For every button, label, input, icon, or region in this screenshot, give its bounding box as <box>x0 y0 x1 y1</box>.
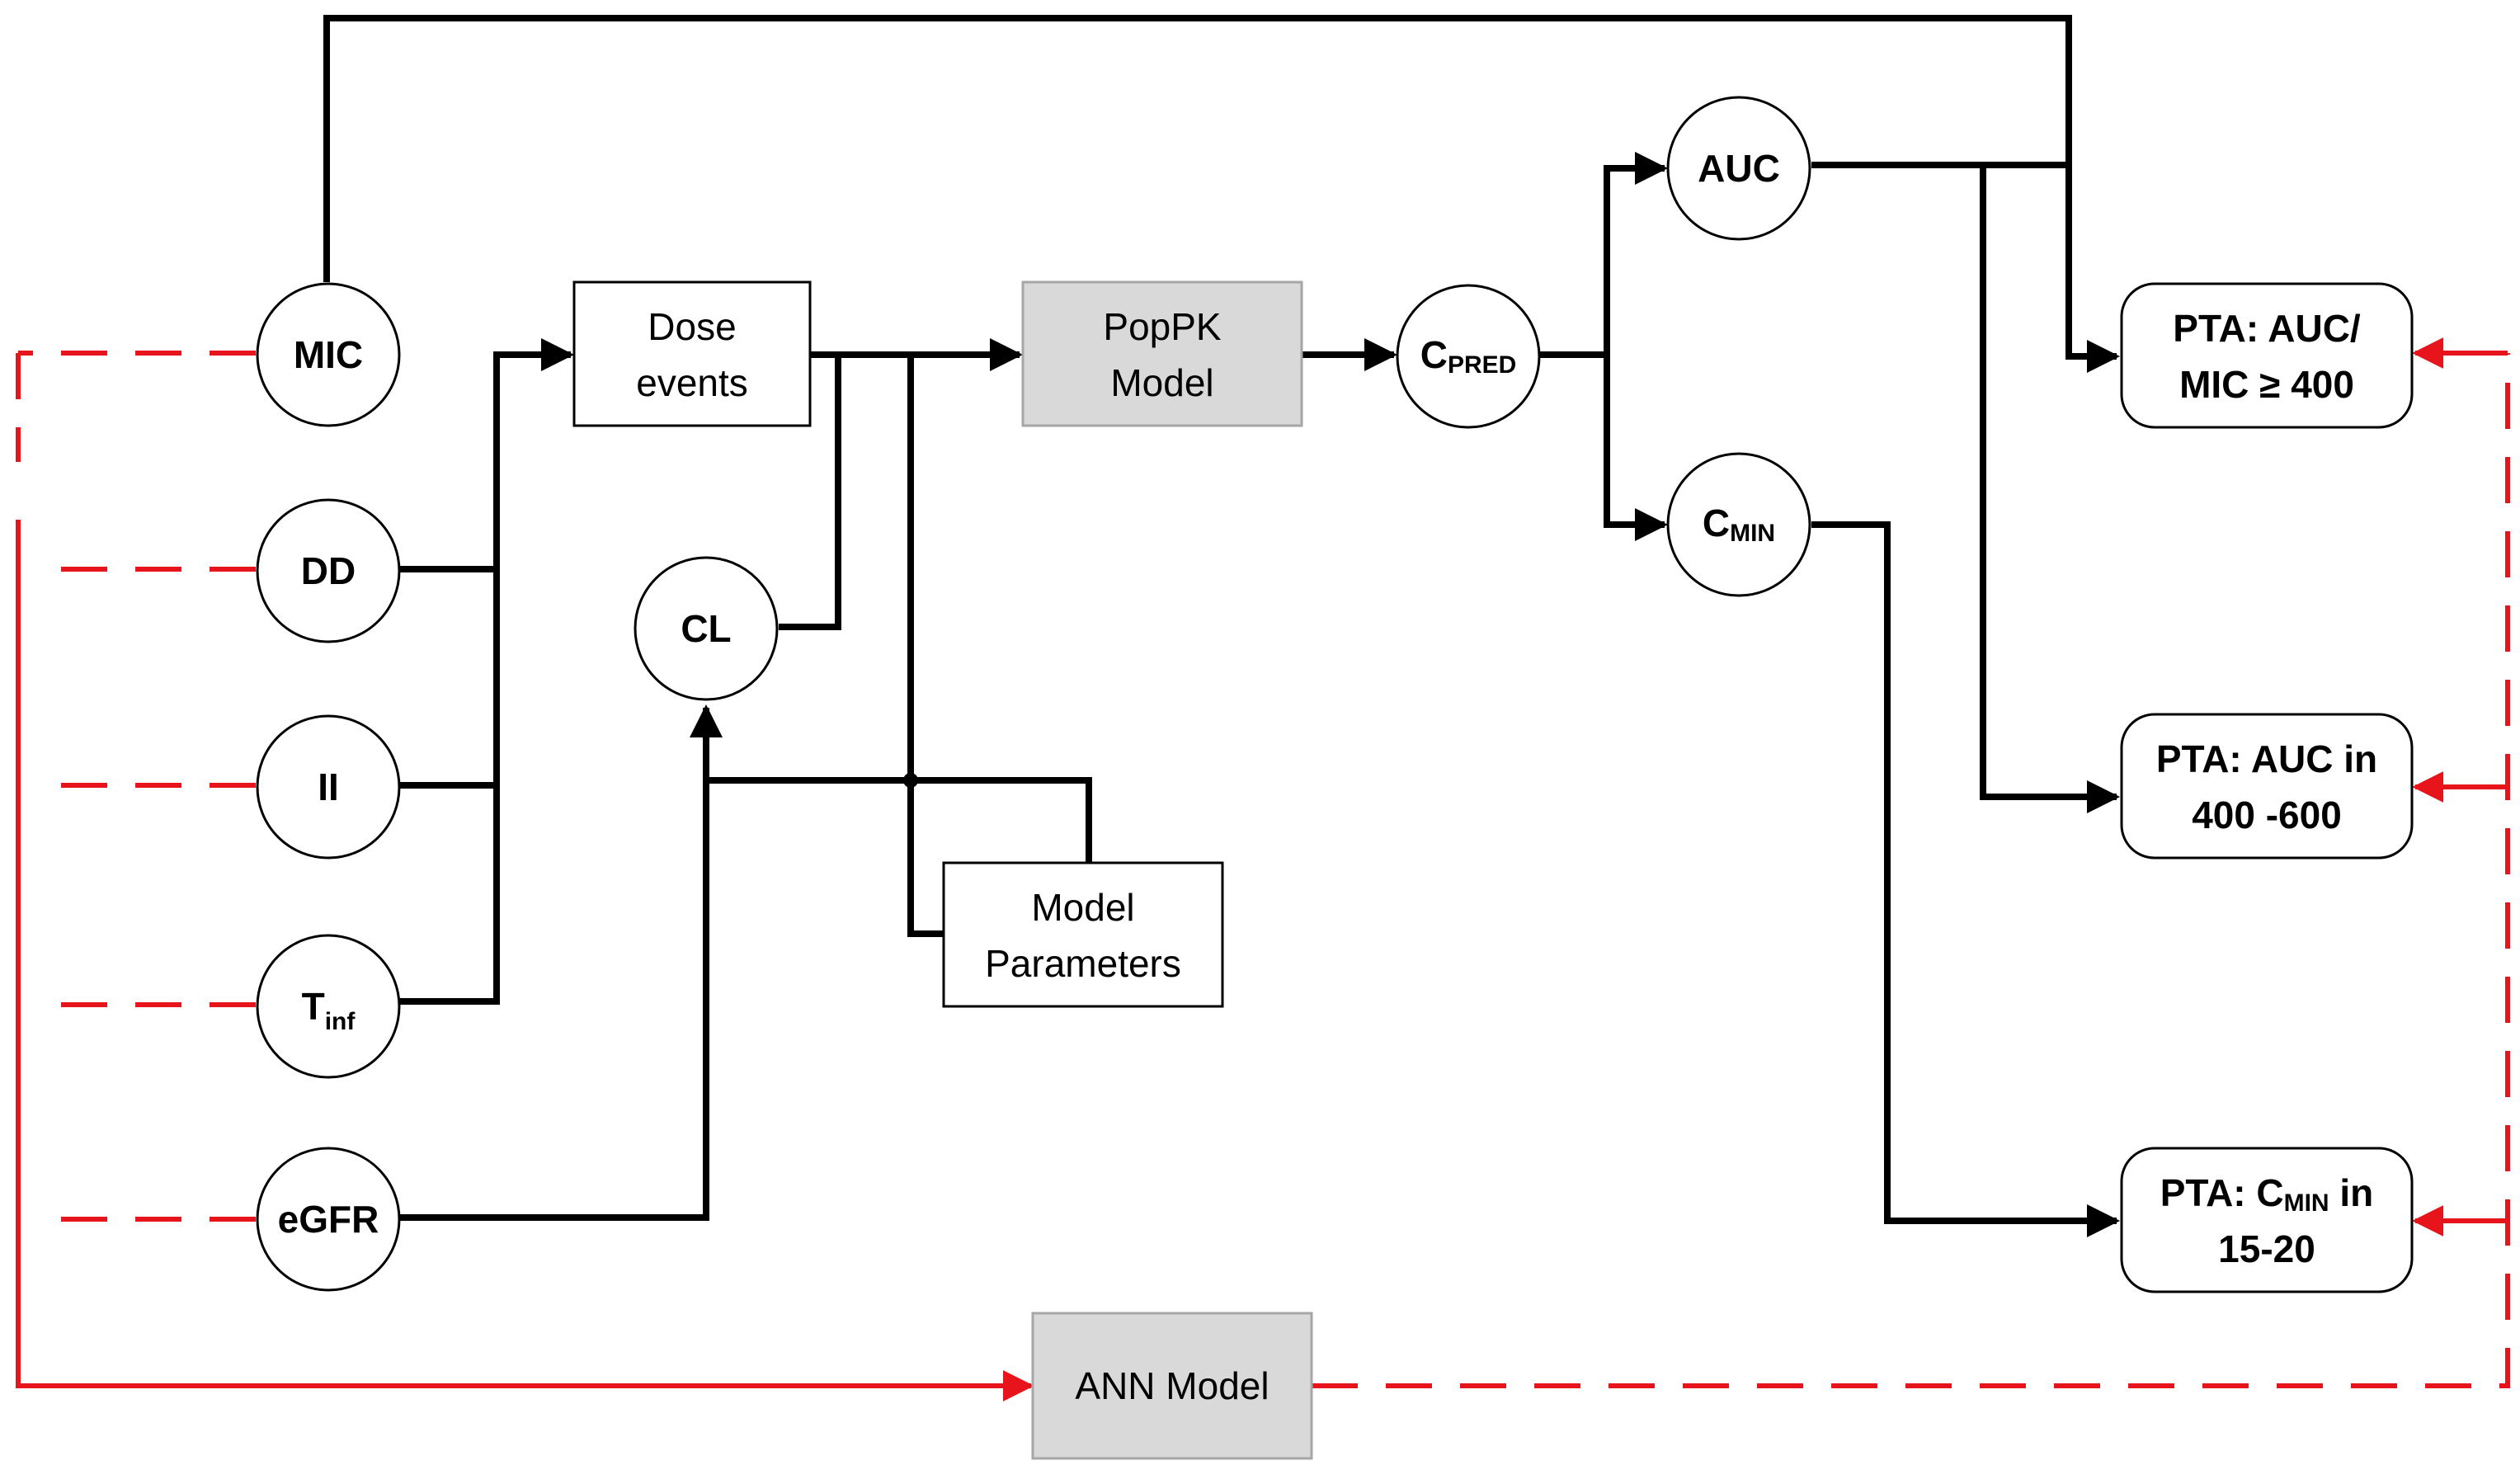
params-to-popk <box>907 355 944 937</box>
tinf-label: Tinf <box>302 985 356 1035</box>
connections <box>323 15 2120 1237</box>
junction-dot <box>903 773 918 788</box>
dose-events-line2: events <box>636 361 748 404</box>
model-params-line2: Parameters <box>985 942 1181 985</box>
egfr-to-cl <box>399 704 723 1221</box>
cmin-label: CMIN <box>1703 502 1775 547</box>
params-to-cl <box>706 777 1092 863</box>
auc-to-pta-range <box>1980 165 2120 813</box>
pta-auc-mic-line2: MIC ≥ 400 <box>2179 363 2354 406</box>
cpred-to-auc <box>1539 152 1668 358</box>
node-cmin: CMIN <box>1666 452 1811 597</box>
node-egfr: eGFR <box>256 1147 401 1292</box>
node-cpred: CPRED <box>1396 284 1541 429</box>
pta-auc-range-line1: PTA: AUC in <box>2156 737 2377 780</box>
node-cl: CL <box>634 556 779 701</box>
dd-label: DD <box>301 549 356 592</box>
ii-label: II <box>318 765 339 808</box>
node-mic: MIC <box>256 282 401 427</box>
tinf-to-bus <box>399 338 574 1005</box>
ann-feedback-lines <box>16 337 2510 1401</box>
node-pta-auc-mic: PTA: AUC/ MIC ≥ 400 <box>2120 282 2414 429</box>
pta-cmin-line1: PTA: CMIN in <box>2160 1171 2374 1217</box>
dose-events-line1: Dose <box>648 305 736 348</box>
red-ann-output <box>1312 353 2510 1388</box>
node-ann-model: ANN Model <box>1031 1312 1313 1460</box>
model-params-line1: Model <box>1031 886 1134 929</box>
pta-auc-range-line2: 400 -600 <box>2192 794 2342 836</box>
pta-cmin-line2: 15-20 <box>2218 1227 2315 1270</box>
node-tinf: Tinf <box>256 934 401 1079</box>
node-popk-model: PopPK Model <box>1021 280 1303 427</box>
ann-model-label: ANN Model <box>1075 1364 1269 1407</box>
cmin-to-pta <box>1811 521 2120 1237</box>
node-dose-events: Dose events <box>572 280 812 427</box>
egfr-label: eGFR <box>278 1198 379 1241</box>
cl-to-popk <box>779 355 841 630</box>
red-left-vertical-solid <box>16 520 1034 1401</box>
node-dd: DD <box>256 498 401 643</box>
auc-label: AUC <box>1698 147 1780 190</box>
popk-line1: PopPK <box>1103 305 1222 348</box>
node-auc: AUC <box>1666 96 1811 241</box>
node-pta-auc-range: PTA: AUC in 400 -600 <box>2120 713 2414 860</box>
node-model-parameters: Model Parameters <box>942 861 1224 1008</box>
node-pta-cmin: PTA: CMIN in 15-20 <box>2120 1147 2414 1293</box>
mic-to-pta-line <box>323 15 2120 373</box>
cpred-to-cmin <box>1604 355 1668 541</box>
pta-auc-mic-line1: PTA: AUC/ <box>2173 307 2361 350</box>
cpred-label: CPRED <box>1420 333 1517 379</box>
popk-line2: Model <box>1110 361 1213 404</box>
mic-label: MIC <box>294 333 363 376</box>
cl-label: CL <box>681 607 731 650</box>
node-ii: II <box>256 714 401 860</box>
